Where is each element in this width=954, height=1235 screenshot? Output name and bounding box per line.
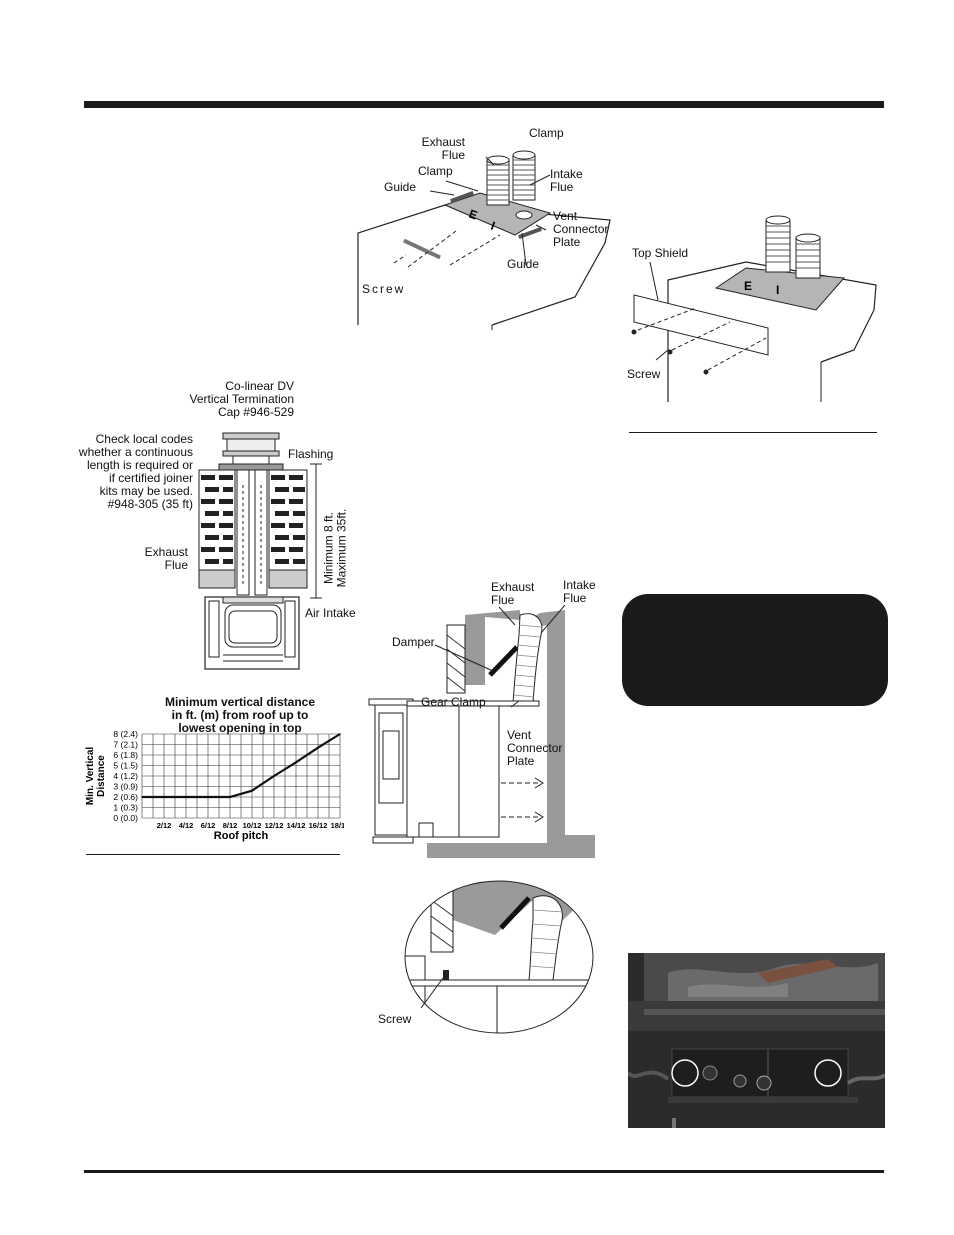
side-section-figure — [368, 605, 595, 858]
shield-plate-i-letter: I — [776, 283, 779, 297]
intake-flue-drawing — [512, 150, 536, 220]
label-intake-flue-side: Intake Flue — [563, 578, 596, 605]
label-vent-connector-plate-top: Vent Connector Plate — [553, 209, 609, 249]
chart-data-point — [141, 796, 143, 798]
chart-y-tick-label: 6 (1.8) — [113, 750, 138, 760]
label-check-local-codes: Check local codes whether a continuous l… — [78, 432, 193, 511]
label-vent-connector-plate-side: Vent Connector Plate — [507, 728, 563, 768]
chimney-figure — [198, 432, 308, 670]
chart-y-tick-label: 0 (0.0) — [113, 813, 138, 823]
chart-data-point — [229, 796, 231, 798]
label-exhaust-flue-side: Exhaust Flue — [491, 580, 535, 607]
label-damper: Damper — [392, 635, 435, 649]
chart-x-tick-label: 16/12 — [309, 821, 328, 830]
chart-x-tick-label: 2/12 — [157, 821, 172, 830]
chart-x-tick-label: 14/12 — [287, 821, 306, 830]
label-screw-top: Screw — [362, 282, 406, 296]
chart-x-tick-label: 18/12 — [331, 821, 344, 830]
chart-series-line — [142, 733, 341, 799]
chart-data-point — [339, 733, 341, 735]
roof-pitch-chart: 0 (0.0)1 (0.3)2 (0.6)3 (0.9)4 (1.2)5 (1.… — [85, 730, 344, 842]
brick-wall-left — [198, 469, 236, 589]
chart-y-axis-label: Min. Vertical — [85, 747, 96, 806]
vent-plate-figure: E I — [357, 150, 611, 330]
callout-box — [622, 594, 888, 706]
top-shield-figure: E I — [631, 215, 877, 402]
label-exhaust-flue-chimney: Exhaust Flue — [144, 545, 188, 572]
chart-data-point — [251, 789, 253, 792]
shield-figure-divider — [629, 432, 877, 433]
label-clamp-top-right: Clamp — [529, 126, 564, 140]
exhaust-flue-drawing — [486, 155, 510, 206]
chart-x-tick-label: 12/12 — [265, 821, 284, 830]
chart-data-point — [185, 796, 187, 798]
stove-drawing — [204, 596, 300, 670]
shield-flues-drawing — [765, 215, 821, 279]
label-guide-top-left: Guide — [384, 180, 417, 194]
dimension-line — [310, 463, 322, 599]
label-min-max-height: Minimum 8 ft. Maximum 35ft. — [321, 508, 349, 588]
chart-data-point — [207, 796, 209, 798]
chart-data-point — [317, 746, 319, 749]
shield-plate-e-letter: E — [744, 279, 752, 293]
plate-i-letter: I — [489, 219, 497, 233]
label-screw-detail: Screw — [378, 1012, 412, 1026]
chart-data-point — [273, 775, 275, 777]
label-intake-flue-top: Intake Flue — [550, 167, 583, 194]
chart-x-tick-label: 4/12 — [179, 821, 194, 830]
chart-y-tick-label: 2 (0.6) — [113, 792, 138, 802]
footer-rule — [84, 1170, 884, 1173]
chart-x-axis-label: Roof pitch — [214, 830, 269, 842]
chart-y-tick-label: 1 (0.3) — [113, 803, 138, 813]
label-exhaust-flue-top: Exhaust Flue — [421, 135, 465, 162]
screw-detail-figure — [404, 880, 594, 1034]
chart-y-axis-label: Distance — [96, 755, 107, 797]
chart-y-tick-label: 5 (1.5) — [113, 761, 138, 771]
header-rule — [84, 101, 884, 108]
label-termination-cap: Co-linear DV Vertical Termination Cap #9… — [189, 379, 295, 419]
label-guide-top-right: Guide — [507, 257, 540, 271]
label-air-intake: Air Intake — [305, 606, 356, 620]
chart-y-tick-label: 4 (1.2) — [113, 771, 138, 781]
label-top-shield: Top Shield — [632, 246, 689, 260]
chart-divider — [86, 854, 340, 855]
chart-x-tick-label: 6/12 — [201, 821, 216, 830]
control-panel-photo — [628, 953, 885, 1128]
label-gear-clamp: Gear Clamp — [421, 695, 486, 709]
chart-data-point — [163, 796, 165, 798]
appliance-drawing — [368, 698, 540, 844]
chart-title: Minimum vertical distance in ft. (m) fro… — [164, 695, 316, 735]
label-screw-shield: Screw — [627, 367, 661, 381]
chart-x-tick-label: 10/12 — [243, 821, 262, 830]
chart-y-tick-label: 7 (2.1) — [113, 740, 138, 750]
chart-x-tick-label: 8/12 — [223, 821, 238, 830]
label-clamp-top-left: Clamp — [418, 164, 453, 178]
label-flashing: Flashing — [288, 447, 334, 461]
chart-y-tick-label: 8 (2.4) — [113, 730, 138, 739]
brick-wall-right — [268, 469, 308, 589]
chart-data-point — [295, 761, 297, 764]
chart-y-tick-label: 3 (0.9) — [113, 782, 138, 792]
